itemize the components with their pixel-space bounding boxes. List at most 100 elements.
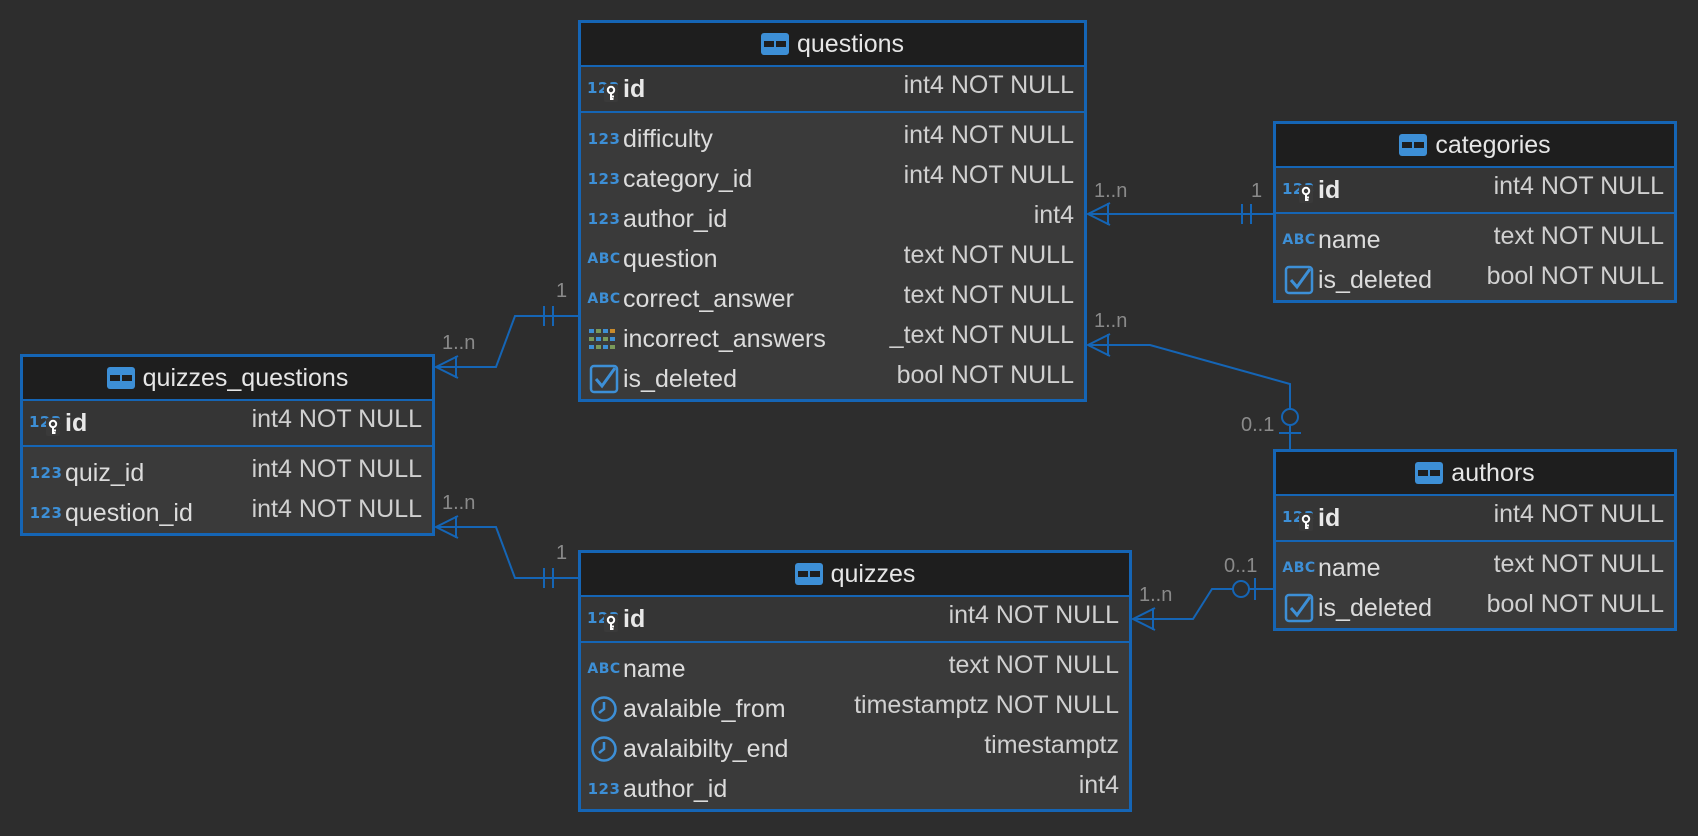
crow-quizzes-questions-2 bbox=[433, 515, 459, 539]
key-123-icon: 123 bbox=[1282, 177, 1316, 203]
abc-icon: ABC bbox=[587, 251, 621, 267]
entity-header[interactable]: quizzes_questions bbox=[23, 357, 432, 401]
123-icon: 123 bbox=[587, 170, 621, 188]
cardinality-label: 1..n bbox=[1139, 584, 1173, 606]
column-name: is_deleted bbox=[623, 364, 737, 393]
cardinality-label: 0..1 bbox=[1241, 414, 1275, 436]
column-name: author_id bbox=[623, 204, 728, 233]
column-name: name bbox=[1318, 553, 1381, 582]
column-type: text NOT NULL bbox=[948, 651, 1119, 680]
table-icon bbox=[1415, 462, 1444, 484]
cardinality-label: 0..1 bbox=[1224, 555, 1258, 577]
123-icon: 123 bbox=[587, 210, 621, 228]
column-name: author_id bbox=[623, 774, 728, 803]
column-type: int4 bbox=[1033, 201, 1074, 230]
column-name: is_deleted bbox=[1318, 593, 1432, 622]
cardinality-label: 1 bbox=[556, 542, 568, 564]
column-name: name bbox=[1318, 225, 1381, 254]
column-row[interactable]: is_deleted bool NOT NULL bbox=[1276, 260, 1674, 300]
column-row[interactable]: incorrect_answers_text NOT NULL bbox=[581, 319, 1084, 359]
abc-icon: ABC bbox=[587, 291, 621, 307]
column-type: int4 NOT NULL bbox=[251, 455, 422, 484]
column-type: bool NOT NULL bbox=[896, 361, 1074, 390]
column-type: int4 NOT NULL bbox=[251, 405, 422, 434]
abc-icon: ABC bbox=[1282, 232, 1316, 248]
cardinality-label: 1..n bbox=[1094, 180, 1128, 202]
cardinality-label: 1 bbox=[556, 280, 568, 302]
column-type: int4 NOT NULL bbox=[903, 71, 1074, 100]
entity-header[interactable]: authors bbox=[1276, 452, 1674, 496]
clock-icon bbox=[587, 696, 621, 722]
column-row[interactable]: is_deleted bool NOT NULL bbox=[581, 359, 1084, 399]
zero-circle-authors-1 bbox=[1281, 408, 1299, 426]
123-icon: 123 bbox=[587, 130, 621, 148]
column-type: text NOT NULL bbox=[1493, 550, 1664, 579]
key-123-icon: 123 bbox=[1282, 505, 1316, 531]
column-name: is_deleted bbox=[1318, 265, 1432, 294]
column-name: id bbox=[1318, 175, 1341, 204]
key-123-icon: 123 bbox=[29, 410, 63, 436]
column-name: id bbox=[623, 74, 646, 103]
column-type: text NOT NULL bbox=[1493, 222, 1664, 251]
column-type: bool NOT NULL bbox=[1486, 262, 1664, 291]
column-name: difficulty bbox=[623, 124, 713, 153]
checkbox-icon bbox=[1282, 593, 1316, 623]
column-type: bool NOT NULL bbox=[1486, 590, 1664, 619]
column-name: question_id bbox=[65, 498, 193, 527]
column-row[interactable]: is_deleted bool NOT NULL bbox=[1276, 588, 1674, 628]
entity-header[interactable]: questions bbox=[581, 23, 1084, 67]
column-name: avalaible_from bbox=[623, 694, 786, 723]
abc-icon: ABC bbox=[587, 661, 621, 677]
entity-header[interactable]: categories bbox=[1276, 124, 1674, 168]
123-icon: 123 bbox=[29, 504, 63, 522]
123-icon: 123 bbox=[587, 780, 621, 798]
cardinality-label: 1..n bbox=[1094, 310, 1128, 332]
column-name: id bbox=[1318, 503, 1341, 532]
column-type: int4 NOT NULL bbox=[1493, 172, 1664, 201]
column-name: avalaibilty_end bbox=[623, 734, 789, 763]
abc-icon: ABC bbox=[1282, 560, 1316, 576]
table-icon bbox=[794, 563, 823, 585]
123-icon: 123 bbox=[29, 464, 63, 482]
cardinality-label: 1 bbox=[1251, 180, 1263, 202]
key-123-icon: 123 bbox=[587, 76, 621, 102]
column-name: question bbox=[623, 244, 718, 273]
entity-header[interactable]: quizzes bbox=[581, 553, 1129, 597]
table-icon bbox=[1399, 134, 1428, 156]
checkbox-icon bbox=[587, 364, 621, 394]
crow-quizzes-questions-1 bbox=[433, 355, 459, 379]
array-icon bbox=[587, 326, 621, 352]
column-type: _text NOT NULL bbox=[889, 321, 1074, 350]
column-name: correct_answer bbox=[623, 284, 794, 313]
